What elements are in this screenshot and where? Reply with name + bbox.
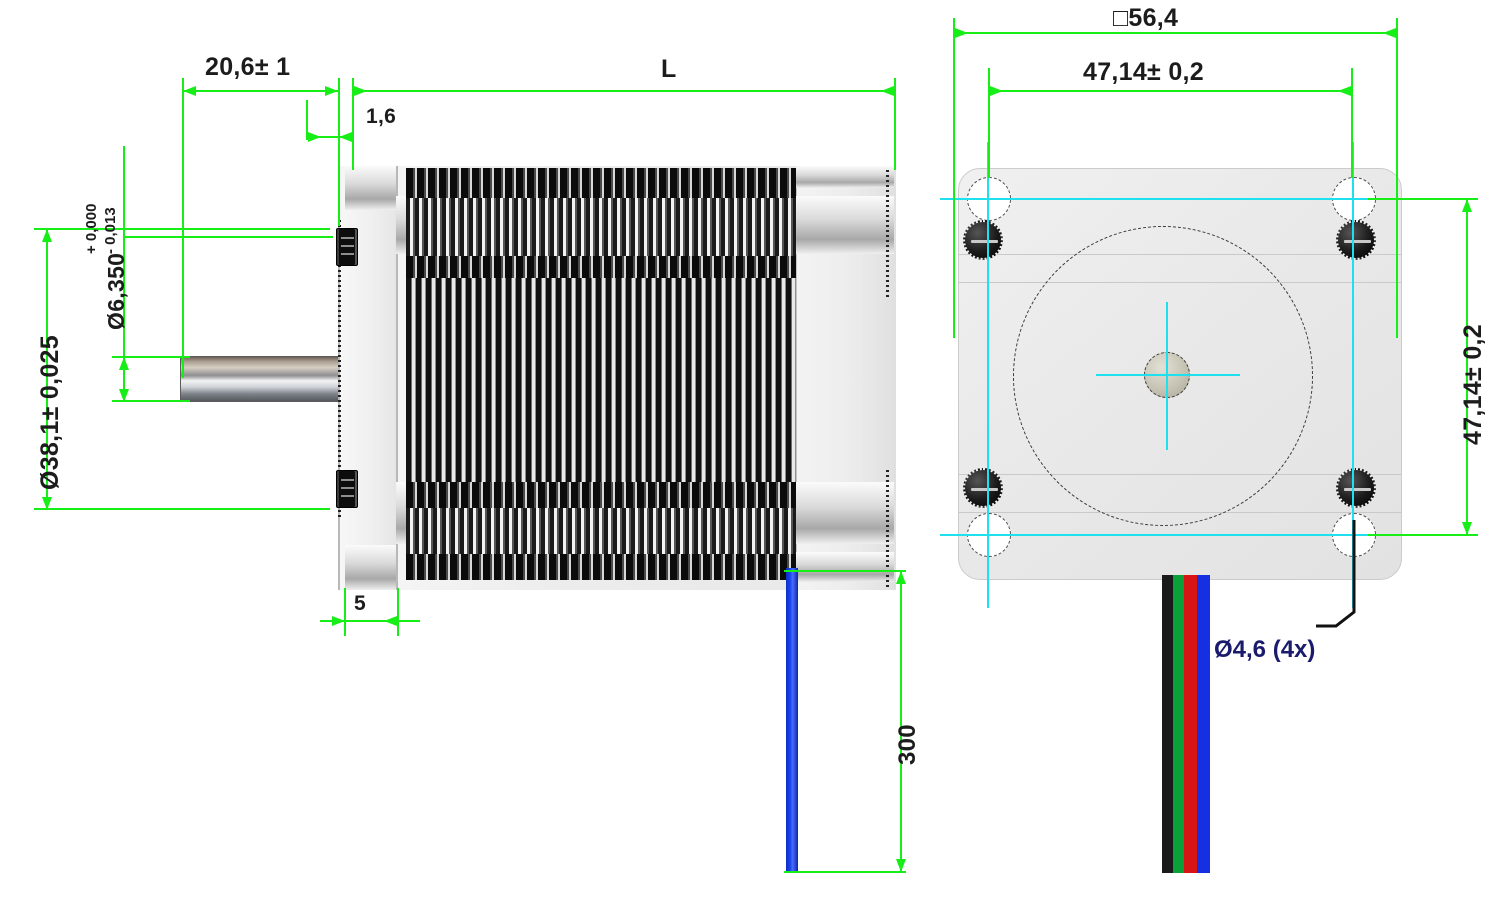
connector-lower xyxy=(336,470,358,508)
dim-line-1-6 xyxy=(306,136,352,138)
dim-label-lead-wire-length: 300 xyxy=(894,724,921,765)
dim-label-pilot-diameter: Ø38,1± 0,025 xyxy=(36,335,64,490)
pilot-step-top xyxy=(345,166,400,210)
arrow-pilot-dia-top xyxy=(42,229,52,242)
centerline-vertical-hole-left xyxy=(987,142,989,608)
ext-line-bolt-y-bottom xyxy=(1368,534,1478,536)
mount-hole-leader-line xyxy=(1316,520,1356,628)
arrow-bolt-y-top xyxy=(1462,199,1472,212)
connector-upper xyxy=(336,228,358,266)
rear-bearing-bottom xyxy=(796,482,894,544)
bolt-head-top-right xyxy=(1336,220,1376,260)
arrow-300-bottom xyxy=(896,859,906,872)
ext-line-56-4-right xyxy=(1396,18,1398,338)
lamination-band-lower-dark xyxy=(406,482,796,508)
bolt-head-top-left xyxy=(963,220,1003,260)
ext-line-pilot-top xyxy=(34,228,330,230)
rear-cap-lip-top xyxy=(796,166,894,188)
dim-line-300 xyxy=(900,570,902,872)
ext-line-shaft-bottom xyxy=(112,400,190,402)
centerline-vertical-shaft xyxy=(1166,302,1168,450)
rear-bearing-top xyxy=(796,196,894,254)
bolt-head-bottom-right xyxy=(1336,468,1376,508)
ext-line-bolt-x-right xyxy=(1351,68,1353,178)
ext-line-L-right xyxy=(894,78,896,170)
arrow-56-4-right xyxy=(1383,28,1396,38)
arrow-bolt-x-left xyxy=(990,86,1003,96)
flange-edge-hatch xyxy=(338,220,341,520)
centerline-horizontal-hole-top xyxy=(940,198,1420,200)
ext-line-300-top xyxy=(784,570,906,572)
arrow-1-6-left xyxy=(308,132,321,142)
arrow-bolt-y-bottom xyxy=(1462,522,1472,535)
ext-line-shaft-ref-h xyxy=(123,236,333,238)
dim-label-shaft-length: 20,6± 1 xyxy=(205,53,291,81)
ext-line-flange-face xyxy=(338,78,340,226)
dim-label-body-length: L xyxy=(661,55,677,83)
ext-line-shaft-top xyxy=(112,356,190,358)
dim-line-5 xyxy=(320,620,420,622)
arrow-shaft-dia-bottom xyxy=(119,389,129,402)
dim-label-flange-thickness: 1,6 xyxy=(366,105,397,128)
side-view-lead-wire xyxy=(786,568,798,873)
dim-label-flange-square: □56,4 xyxy=(1113,4,1179,32)
motor-shaft xyxy=(180,356,340,402)
arrow-5-right xyxy=(384,616,397,626)
red-wire xyxy=(1184,575,1197,873)
dim-label-bolt-pitch-y: 47,14± 0,2 xyxy=(1459,324,1487,445)
arrow-5-left xyxy=(332,616,345,626)
arrow-L-right xyxy=(881,86,894,96)
blue-wire xyxy=(1197,575,1210,873)
ext-line-pilot-bottom xyxy=(34,508,330,510)
lamination-stack-center xyxy=(406,278,796,482)
mount-hole-note: Ø4,6 (4x) xyxy=(1214,636,1316,663)
lamination-band-top xyxy=(406,168,796,198)
ext-line-bolt-x-left xyxy=(988,68,990,178)
lamination-band-lower-mid xyxy=(406,508,796,554)
rear-edge-hatch-top xyxy=(886,170,889,300)
arrow-1-6-right xyxy=(339,132,352,142)
rear-edge-hatch-bottom xyxy=(886,470,889,588)
ext-line-5-right xyxy=(397,588,399,636)
centerline-horizontal-shaft xyxy=(1096,374,1240,376)
ext-line-300-bottom xyxy=(784,871,906,873)
dim-line-20-6 xyxy=(182,90,338,92)
tol-shaft-plus: + 0,000 xyxy=(83,203,100,254)
dim-label-shaft-diameter: Ø6,350 xyxy=(103,252,129,330)
lamination-band-upper-mid xyxy=(406,198,796,256)
green-wire xyxy=(1173,575,1184,873)
arrow-300-top xyxy=(896,571,906,584)
ext-line-1-6-right xyxy=(352,100,354,140)
arrow-bolt-x-right xyxy=(1338,86,1351,96)
dim-line-bolt-x xyxy=(988,90,1353,92)
arrow-20-6-right xyxy=(325,86,338,96)
dim-line-56-4 xyxy=(953,32,1398,34)
arrow-L-left xyxy=(354,86,367,96)
lamination-band-upper-dark xyxy=(406,256,796,278)
dim-line-L xyxy=(352,90,896,92)
arrow-56-4-left xyxy=(955,28,968,38)
lamination-band-bottom xyxy=(406,554,796,580)
arrow-pilot-dia-bottom xyxy=(42,497,52,510)
tol-shaft-minus: - 0,013 xyxy=(102,207,119,254)
arrow-20-6-left xyxy=(183,86,196,96)
ext-line-5-left xyxy=(344,588,346,636)
bolt-head-bottom-left xyxy=(963,468,1003,508)
ext-line-56-4-left xyxy=(953,18,955,338)
pilot-step-bottom xyxy=(345,545,400,590)
dim-label-pilot-step: 5 xyxy=(354,592,366,615)
centerline-horizontal-hole-bottom xyxy=(940,534,1420,536)
black-wire xyxy=(1162,575,1173,873)
ext-line-1-6-left xyxy=(306,100,308,140)
dim-label-bolt-pitch-x: 47,14± 0,2 xyxy=(1083,58,1204,86)
ext-line-shaft-ref xyxy=(123,146,125,366)
dim-line-shaft-dia xyxy=(123,356,125,402)
centerline-vertical-hole-right xyxy=(1352,142,1354,608)
ext-line-bolt-y-top xyxy=(1368,198,1478,200)
pilot-boss-circle xyxy=(1013,226,1313,526)
dim-line-pilot-dia xyxy=(46,228,48,510)
lead-wire-bundle xyxy=(1162,575,1210,873)
rear-cap-lip-bottom xyxy=(796,552,894,582)
dim-line-bolt-y xyxy=(1466,198,1468,535)
